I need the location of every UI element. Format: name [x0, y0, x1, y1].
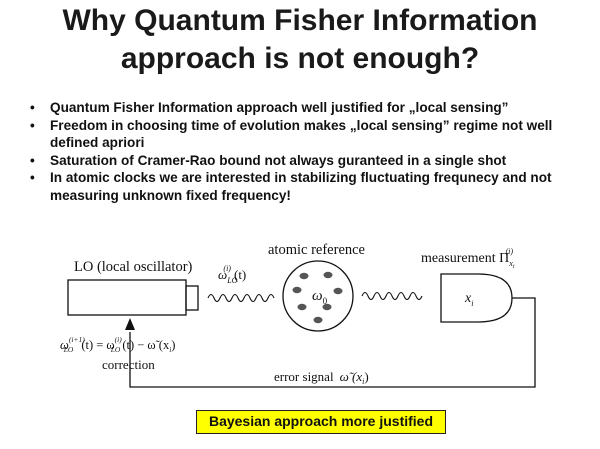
atomic-frequency-symbol: ω0 — [312, 288, 328, 306]
measurement-label: measurement Πxi(i) — [421, 247, 515, 270]
atom-icon — [297, 303, 307, 311]
atom-icon — [322, 303, 332, 311]
title-line-1: Why Quantum Fisher Information — [62, 4, 538, 37]
bullet-item: • Saturation of Cramer-Rao bound not alwa… — [28, 152, 588, 170]
atomic-reference-cell — [282, 260, 354, 332]
bullet-marker: • — [30, 100, 35, 115]
bullet-text: Freedom in choosing time of evolution ma… — [50, 117, 553, 151]
atom-icon — [313, 316, 323, 324]
correction-label: correction — [102, 357, 155, 372]
bullet-marker: • — [30, 117, 35, 133]
bullet-text: Quantum Fisher Information approach well… — [50, 100, 509, 115]
detector-outcome-symbol: xi — [464, 291, 473, 308]
feedback-loop-line — [129, 297, 536, 388]
correction-arrow-icon — [125, 318, 135, 330]
measurement-detector — [440, 273, 513, 323]
lo-wave-signal — [207, 293, 275, 303]
bullet-item: • Quantum Fisher Information approach wel… — [28, 99, 588, 117]
conclusion-text: Bayesian approach more justified — [208, 413, 434, 429]
correction-formula: ω(i+1)LO(t) = ω(i)LO(t) − ω̃ (xi) — [60, 335, 175, 354]
atom-icon — [333, 287, 343, 295]
atom-wave-signal — [361, 291, 423, 301]
local-oscillator-box — [67, 279, 199, 316]
slide-title: Why Quantum Fisher Information approach … — [0, 2, 600, 78]
bullet-text: In atomic clocks we are interested in st… — [50, 170, 552, 203]
bullet-list: • Quantum Fisher Information approach wel… — [28, 99, 588, 204]
bullet-item: • In atomic clocks we are interested in s… — [28, 169, 588, 204]
conclusion-highlight-box: Bayesian approach more justified — [196, 410, 446, 434]
title-line-2: approach is not enough? — [120, 42, 480, 75]
bullet-marker: • — [30, 152, 35, 168]
atom-icon — [292, 286, 302, 294]
lo-label: LO (local oscillator) — [74, 259, 193, 275]
atom-icon — [323, 271, 333, 279]
bullet-item: • Freedom in choosing time of evolution m… — [28, 117, 588, 152]
bullet-marker: • — [30, 170, 35, 185]
atom-icon — [299, 272, 309, 280]
bullet-text: Saturation of Cramer-Rao bound not alway… — [50, 152, 507, 168]
lo-signal-label: ωLO(i)(t) — [218, 264, 246, 285]
atomic-reference-label: atomic reference — [268, 242, 365, 258]
